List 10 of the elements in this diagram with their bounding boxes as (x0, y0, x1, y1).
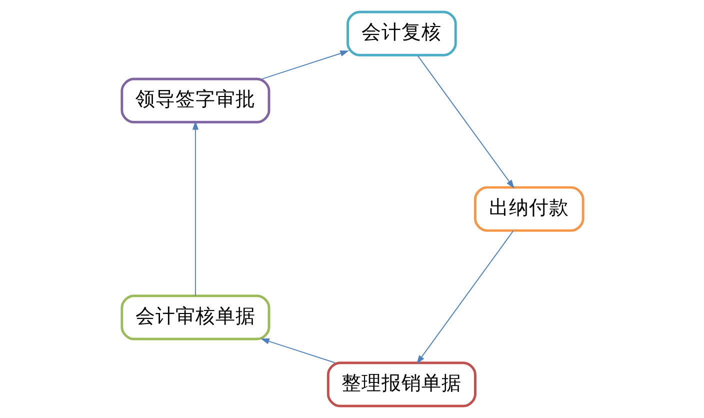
node-box: 出纳付款 (474, 186, 584, 232)
node-box: 会计审核单据 (120, 294, 270, 340)
node-box: 领导签字审批 (120, 78, 270, 124)
node-box: 整理报销单据 (326, 362, 476, 408)
arrow (261, 50, 349, 80)
arrow (260, 338, 335, 364)
arrow (416, 54, 514, 189)
node-box: 会计复核 (346, 10, 456, 56)
arrow (192, 120, 198, 296)
arrow (416, 230, 514, 364)
